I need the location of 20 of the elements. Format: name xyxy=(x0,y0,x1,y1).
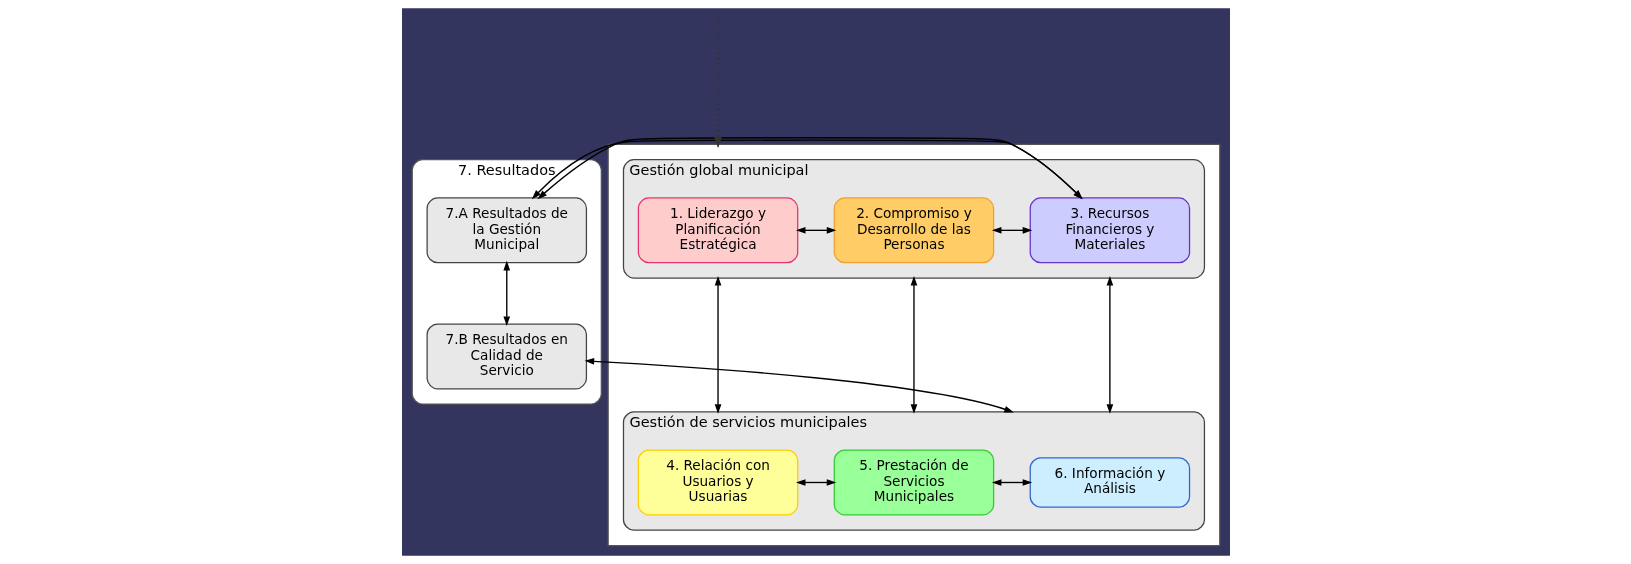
node-box: 7.B Resultados en Calidad de Servicio xyxy=(426,323,587,390)
node-box: 5. Prestación de Servicios Municipales xyxy=(833,449,994,516)
arrow xyxy=(1106,276,1113,414)
arrow xyxy=(991,479,1032,486)
node-box: 4. Relación con Usuarios y Usuarias xyxy=(637,449,798,516)
arrow xyxy=(584,358,1014,413)
arrow xyxy=(531,137,1083,200)
node-box: 2. Compromiso y Desarrollo de las Personas xyxy=(833,197,994,264)
node-box: 3. Recursos Financieros y Materiales xyxy=(1029,197,1190,264)
arrow xyxy=(910,276,917,414)
node-box: 7.A Resultados de la Gestión Municipal xyxy=(426,197,587,264)
node-box: 6. Información y Análisis xyxy=(1029,457,1190,508)
node-box: 1. Liderazgo y Planificación Estratégica xyxy=(637,197,798,264)
arrow xyxy=(795,479,836,486)
arrow xyxy=(795,227,836,234)
arrow xyxy=(714,276,721,414)
arrow xyxy=(502,260,510,326)
arrow xyxy=(713,12,722,149)
cluster xyxy=(607,143,1220,547)
arrow xyxy=(991,227,1032,234)
